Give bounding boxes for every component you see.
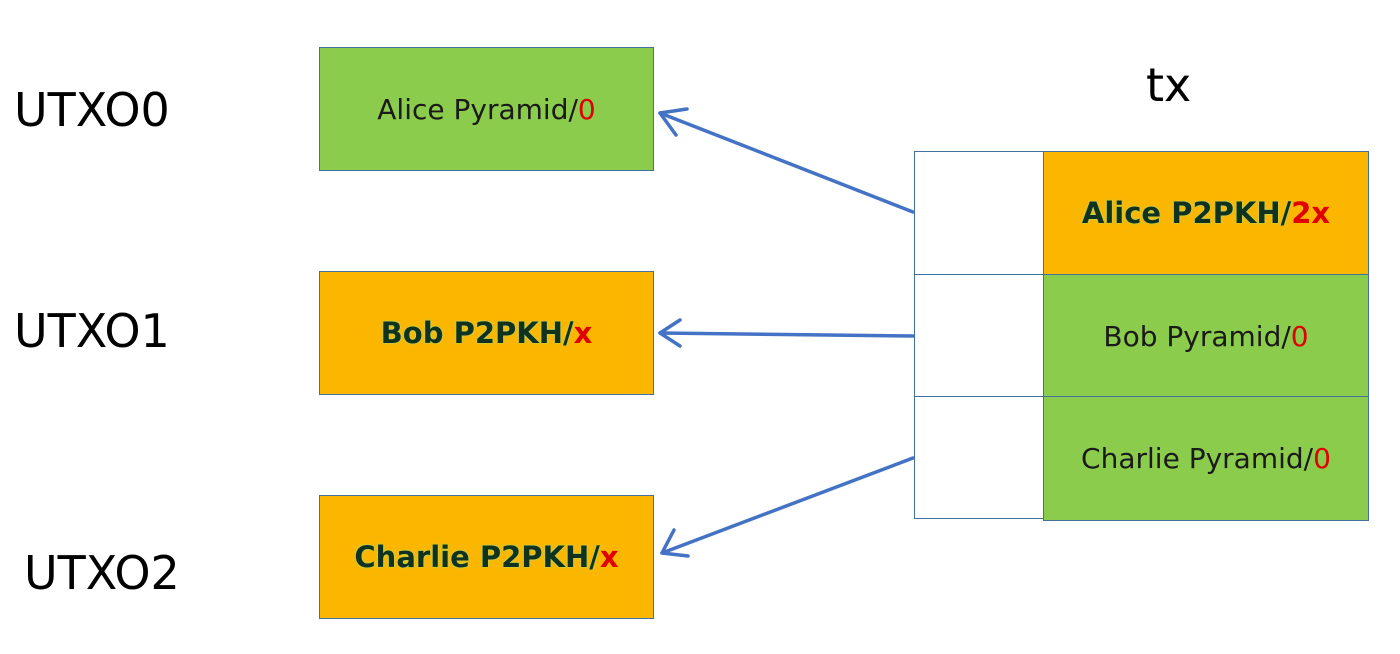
tx-output0-separator: /: [1280, 196, 1292, 230]
tx-label: tx: [1146, 58, 1192, 112]
tx-output2-owner: Charlie: [1081, 442, 1180, 475]
tx-output0-owner: Alice: [1081, 196, 1162, 230]
utxo2-value: x: [599, 540, 619, 574]
arrowhead-utxo1: [658, 318, 682, 348]
tx-output1-script: Pyramid: [1166, 319, 1282, 353]
tx-input-2: [914, 396, 1044, 519]
utxo1-script: P2PKH: [453, 316, 564, 350]
arrow-input1-to-utxo1: [658, 331, 915, 338]
tx-output0-script: P2PKH: [1171, 196, 1281, 230]
utxo0-owner: Alice: [377, 92, 445, 126]
tx-output1-owner: Bob: [1103, 319, 1158, 353]
utxo0-box: Alice Pyramid/0: [319, 47, 654, 171]
utxo2-separator: /: [589, 540, 600, 574]
tx-output-0: Alice P2PKH/2x: [1043, 151, 1369, 275]
utxo0-separator: /: [568, 92, 578, 126]
utxo1-box: Bob P2PKH/x: [319, 271, 654, 395]
tx-input-1: [914, 274, 1044, 398]
tx-output0-value: 2x: [1291, 196, 1331, 230]
tx-input-0: [914, 151, 1044, 275]
utxo2-box: Charlie P2PKH/x: [319, 495, 654, 619]
tx-output-1: Bob Pyramid/0: [1043, 274, 1369, 398]
utxo2-owner: Charlie: [354, 540, 470, 574]
tx-output-2: Charlie Pyramid/0: [1043, 396, 1369, 521]
arrow-input2-to-utxo2: [660, 456, 915, 555]
utxo0-value: 0: [577, 92, 596, 126]
tx-output2-value: 0: [1313, 442, 1331, 475]
utxo2-script: P2PKH: [479, 540, 590, 574]
tx-output2-separator: /: [1303, 442, 1314, 475]
tx-output1-separator: /: [1281, 319, 1291, 353]
utxo0-label: UTXO0: [14, 83, 170, 137]
arrowhead-utxo2: [660, 528, 690, 558]
utxo1-separator: /: [563, 316, 574, 350]
arrow-input0-to-utxo0: [658, 111, 915, 214]
tx-output1-value: 0: [1290, 319, 1309, 353]
utxo1-owner: Bob: [380, 316, 444, 350]
utxo1-value: x: [573, 316, 593, 350]
tx-output2-script: Pyramid: [1188, 442, 1304, 475]
utxo2-label: UTXO2: [24, 546, 180, 600]
arrowhead-utxo0: [658, 107, 689, 137]
utxo0-script: Pyramid: [453, 92, 569, 126]
utxo1-label: UTXO1: [14, 304, 170, 358]
